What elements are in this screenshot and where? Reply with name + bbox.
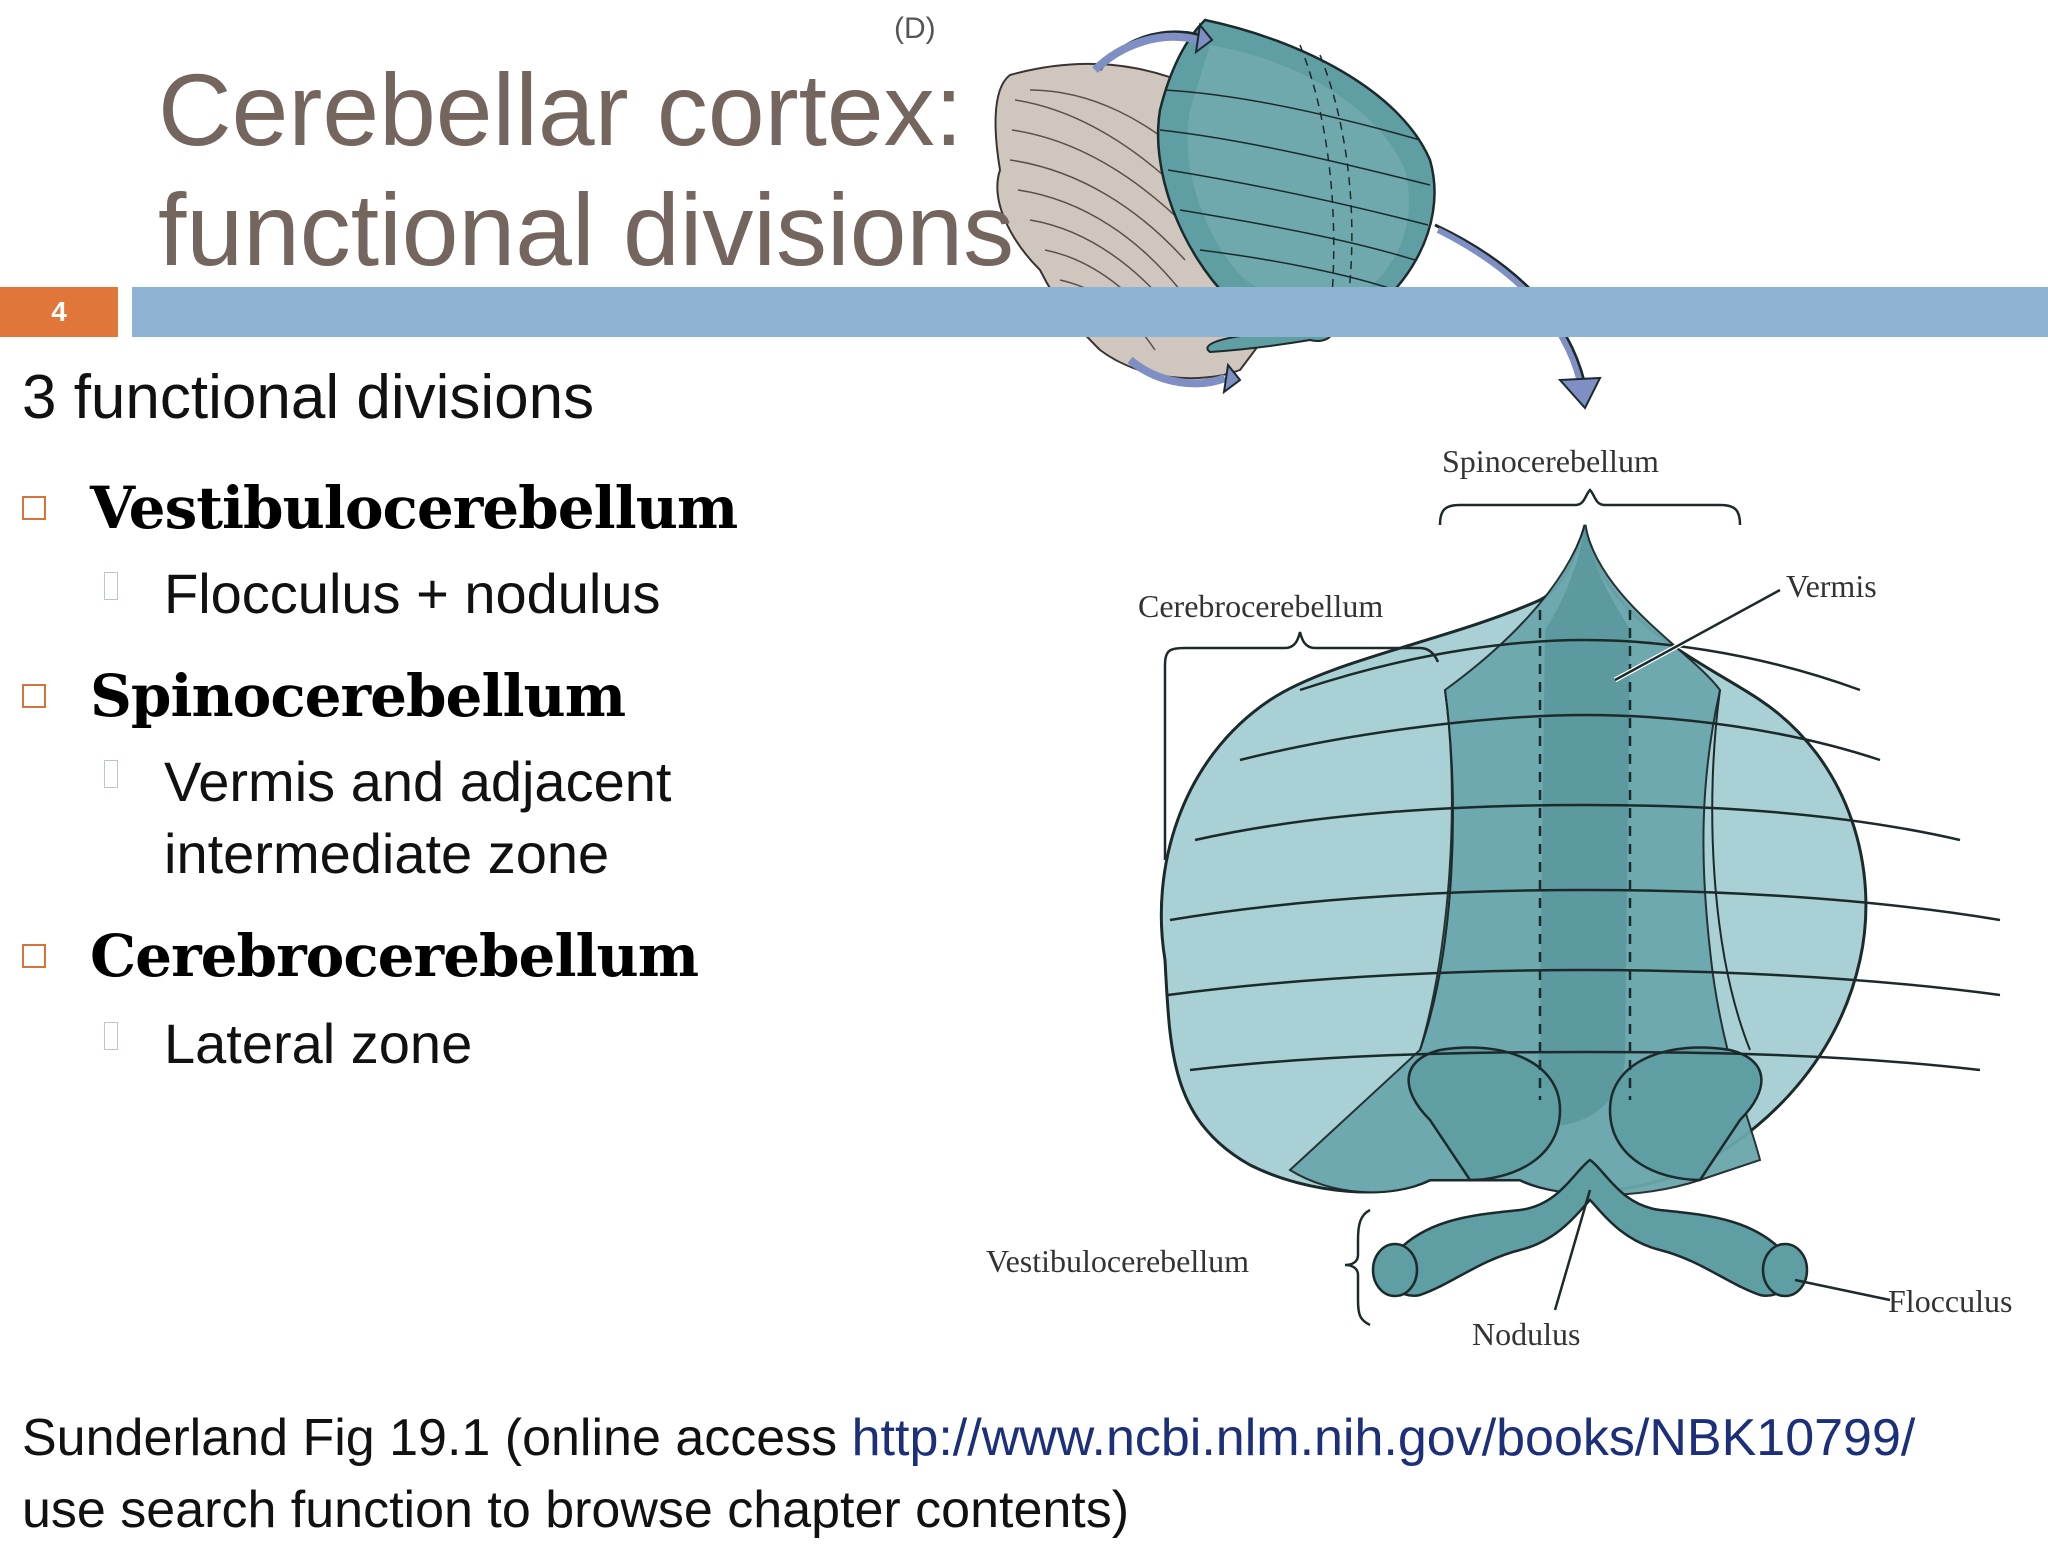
figure-letter: (D) <box>894 12 936 45</box>
sub-bullet-text: Vermis and adjacent intermediate zone <box>164 750 672 885</box>
label-spinocerebellum: Spinocerebellum <box>1442 443 1659 479</box>
label-flocculus: Flocculus <box>1888 1283 2012 1319</box>
bullet-box-icon <box>22 684 46 708</box>
sub-bullet-lateral-zone: Lateral zone <box>104 1008 784 1080</box>
label-cerebrocerebellum: Cerebrocerebellum <box>1138 588 1383 624</box>
bullet-box-icon <box>22 944 46 968</box>
bullet-cerebrocerebellum: Cerebrocerebellum <box>22 922 699 990</box>
sub-bullet-marker-icon <box>104 572 118 600</box>
bullet-label: Cerebrocerebellum <box>90 922 699 990</box>
bullet-label: Vestibulocerebellum <box>90 474 738 542</box>
flattened-cerebellum: Spinocerebellum Cerebrocerebellum Vermis… <box>986 443 2012 1352</box>
title-divider-bar <box>132 287 2048 337</box>
title-line-1: Cerebellar cortex: <box>158 53 963 167</box>
slide-number: 4 <box>0 287 118 337</box>
label-vermis: Vermis <box>1786 568 1877 604</box>
cerebellum-3d-illustration <box>994 18 1602 410</box>
sub-bullet-text: Lateral zone <box>164 1012 473 1075</box>
label-vestibulocerebellum: Vestibulocerebellum <box>986 1243 1249 1279</box>
bullet-spinocerebellum: Spinocerebellum <box>22 662 626 730</box>
figure-caption: Sunderland Fig 19.1 (online access http:… <box>22 1402 2042 1546</box>
sub-bullet-flocculus-nodulus: Flocculus + nodulus <box>104 558 784 630</box>
bullet-label: Spinocerebellum <box>90 662 626 730</box>
page-title: Cerebellar cortex: functional divisions <box>158 50 1058 290</box>
sub-bullet-marker-icon <box>104 760 118 788</box>
title-line-2: functional divisions <box>158 173 1015 287</box>
label-nodulus: Nodulus <box>1472 1316 1580 1352</box>
caption-link[interactable]: http://www.ncbi.nlm.nih.gov/books/NBK107… <box>851 1409 1916 1467</box>
bullet-box-icon <box>22 496 46 520</box>
sub-bullet-vermis: Vermis and adjacent intermediate zone <box>104 746 784 890</box>
caption-prefix: Sunderland Fig 19.1 (online access <box>22 1409 852 1467</box>
sub-bullet-text: Flocculus + nodulus <box>164 562 661 625</box>
sub-bullet-marker-icon <box>104 1022 118 1050</box>
bullet-vestibulocerebellum: Vestibulocerebellum <box>22 474 738 542</box>
intro-text: 3 functional divisions <box>22 363 595 432</box>
caption-suffix: use search function to browse chapter co… <box>22 1481 1130 1539</box>
